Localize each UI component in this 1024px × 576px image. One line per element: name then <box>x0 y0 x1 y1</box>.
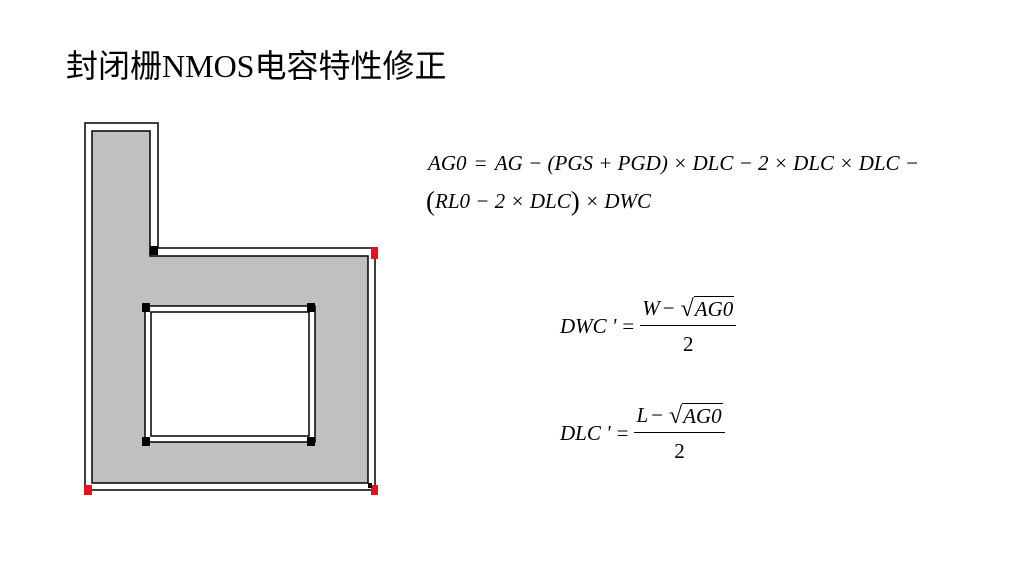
dwc-eq: = <box>622 314 635 338</box>
dwc-numerator: W − √AG0 <box>640 296 737 326</box>
dlc-formula: DLC ' = L − √AG0 2 <box>560 403 725 464</box>
corner-marker <box>150 246 158 255</box>
dwc-num-op: − <box>662 296 675 320</box>
dlc-eq: = <box>616 421 629 445</box>
dlc-lhs: DLC ' <box>560 421 611 445</box>
dlc-num-var: L <box>636 403 649 427</box>
ag0-formula-line2: (RL0 − 2 × DLC) × DWC <box>426 187 651 215</box>
open-paren: ( <box>426 186 435 216</box>
close-paren: ) <box>570 186 580 216</box>
corner-marker <box>368 483 372 488</box>
dwc-lhs: DWC ' <box>560 314 617 338</box>
ag0-lhs: AG0 <box>428 151 467 175</box>
dlc-fraction: L − √AG0 2 <box>634 403 725 464</box>
sqrt-symbol: √AG0 <box>668 403 723 429</box>
dwc-fraction: W − √AG0 2 <box>640 296 737 357</box>
corner-marker <box>142 437 150 446</box>
dlc-numerator: L − √AG0 <box>634 403 725 433</box>
dwc-radicand: AG0 <box>693 296 735 321</box>
corner-marker <box>307 437 315 446</box>
dwc-num-var: W <box>642 296 660 320</box>
corner-marker-red <box>371 485 378 495</box>
ag0-line2-tail: × DWC <box>584 189 652 213</box>
corner-marker <box>142 303 150 312</box>
inner-opening <box>150 311 310 437</box>
dwc-formula: DWC ' = W − √AG0 2 <box>560 296 737 357</box>
dlc-radicand: AG0 <box>682 403 723 428</box>
dlc-denominator: 2 <box>674 439 685 463</box>
sqrt-symbol: √AG0 <box>680 296 735 322</box>
corner-marker <box>307 303 315 312</box>
ag0-formula-line1: AG0 = AG − (PGS + PGD) × DLC − 2 × DLC ×… <box>428 151 919 175</box>
corner-marker-red <box>84 485 92 495</box>
dlc-num-op: − <box>651 403 663 427</box>
ag0-line2-inner: RL0 − 2 × DLC <box>435 189 571 213</box>
slide-title: 封闭栅NMOS电容特性修正 <box>66 48 447 84</box>
corner-marker-red <box>371 247 378 259</box>
ag0-rhs: AG − (PGS + PGD) × DLC − 2 × DLC × DLC − <box>494 151 919 175</box>
dwc-denominator: 2 <box>683 332 694 356</box>
